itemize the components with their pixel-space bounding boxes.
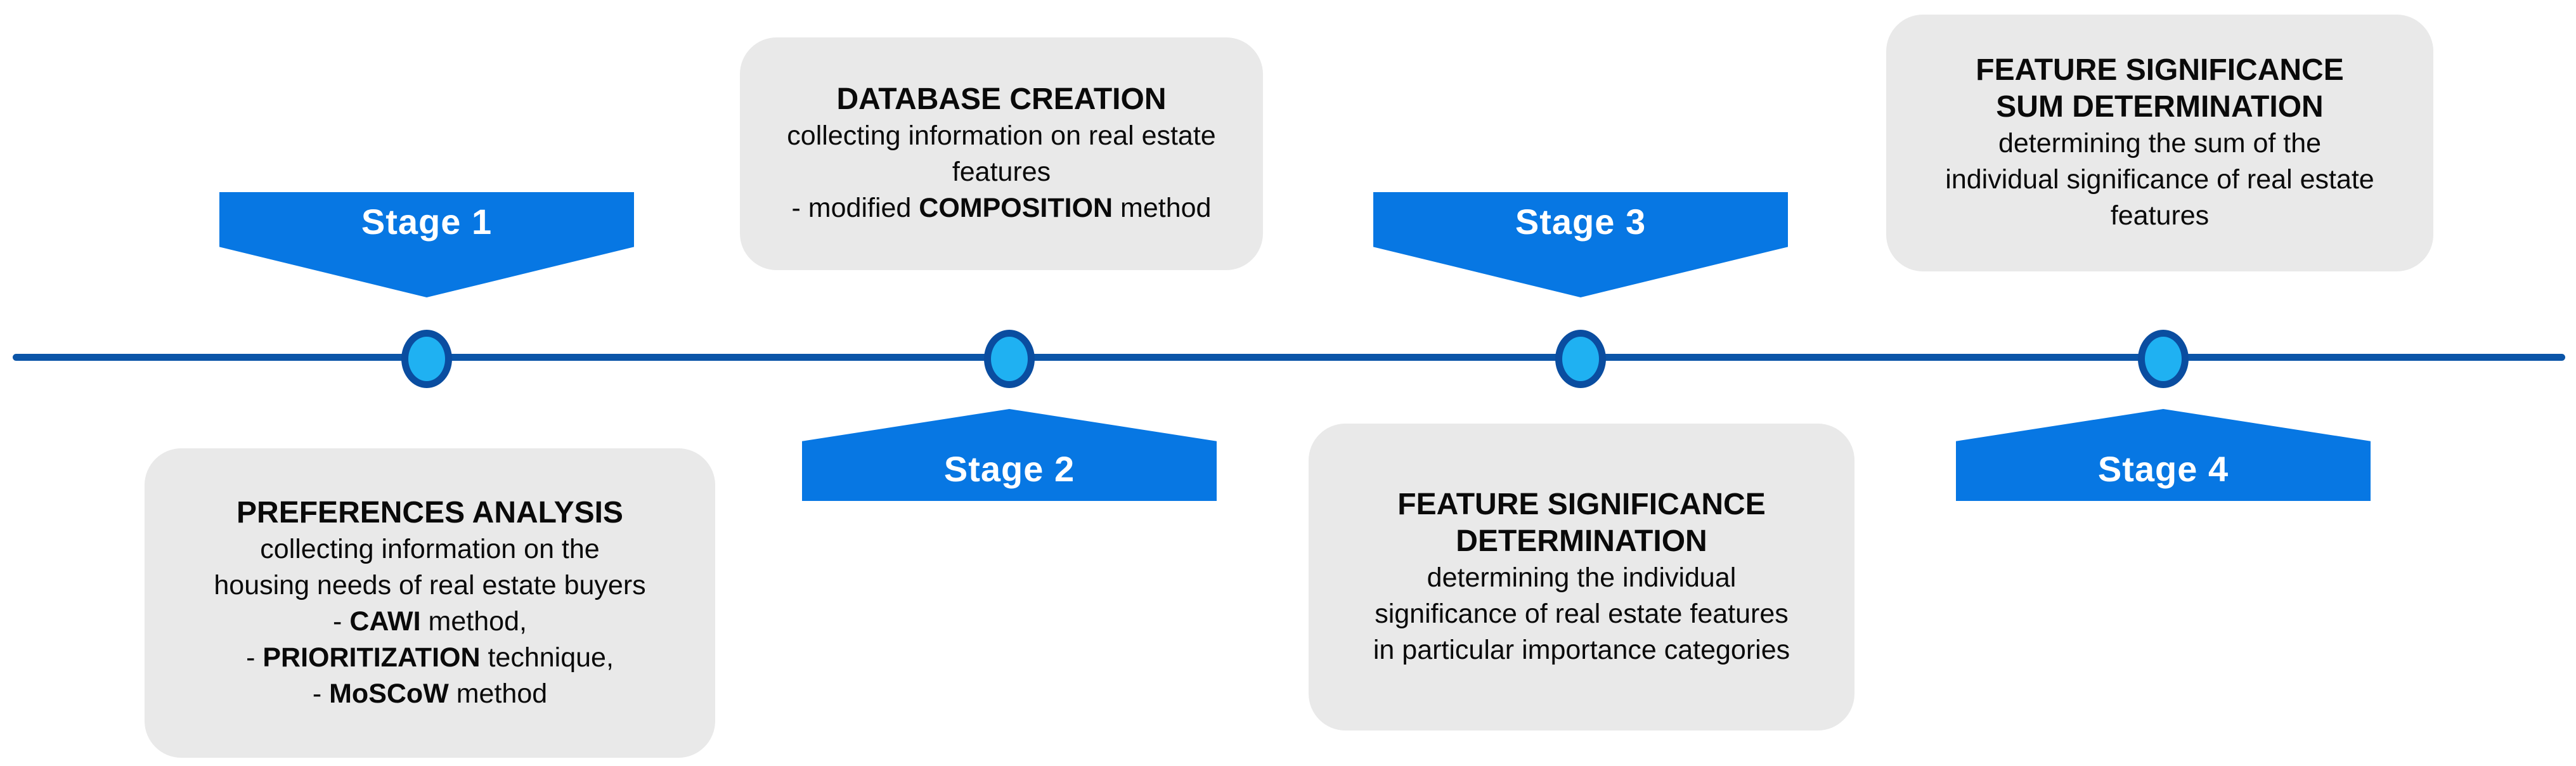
bullet-text: method	[1113, 193, 1212, 223]
stage-1-card-title: PREFERENCES ANALYSIS	[236, 495, 623, 529]
bullet-method-name: COMPOSITION	[919, 193, 1113, 223]
bullet-text: -	[246, 642, 263, 673]
stage-4-card-body-line: determining the sum of the	[1998, 128, 2322, 159]
stage-2-node-circle	[984, 330, 1035, 388]
bullet-text: technique,	[480, 642, 614, 673]
stage-4-node-circle	[2138, 330, 2189, 388]
stage-2-card-title: DATABASE CREATION	[836, 82, 1167, 116]
stage-2-card-body-line: features	[952, 157, 1051, 187]
bullet-method-name: MoSCoW	[329, 678, 449, 709]
stage-3-card-title: DETERMINATION	[1456, 524, 1707, 558]
stage-2-card: DATABASE CREATION collecting information…	[740, 37, 1263, 270]
bullet-text: method	[448, 678, 548, 709]
bullet-text: -	[333, 606, 350, 637]
stage-3-card-title: FEATURE SIGNIFICANCE	[1397, 487, 1766, 521]
stage-3-card: FEATURE SIGNIFICANCE DETERMINATION deter…	[1309, 424, 1854, 730]
stage-1-node-circle	[401, 330, 452, 388]
stage-4-card-title: FEATURE SIGNIFICANCE	[1976, 53, 2344, 87]
bullet-text: method,	[420, 606, 527, 637]
stage-2-card-bullet: - modified COMPOSITION method	[792, 190, 1212, 226]
bullet-text: - modified	[791, 193, 919, 223]
stage-4-label: Stage 4	[2097, 449, 2229, 489]
stage-3-card-body-line: determining the individual	[1427, 562, 1737, 593]
stage-4-banner: Stage 4	[1956, 409, 2371, 501]
stage-3-banner: Stage 3	[1373, 192, 1788, 297]
stage-2-card-body-line: collecting information on real estate	[787, 120, 1216, 151]
bullet-method-name: CAWI	[349, 606, 421, 637]
bullet-text: -	[312, 678, 330, 709]
stage-2-banner: Stage 2	[802, 409, 1217, 501]
stage-1-card-bullet: - CAWI method,	[333, 604, 527, 640]
stage-1-card: PREFERENCES ANALYSIS collecting informat…	[145, 448, 715, 758]
bullet-method-name: PRIORITIZATION	[262, 642, 481, 673]
stage-1-label: Stage 1	[361, 201, 493, 242]
stage-1-card-bullet: - MoSCoW method	[313, 676, 547, 712]
stage-4-card-body-line: features	[2110, 200, 2210, 231]
stage-1-card-bullet: - PRIORITIZATION technique,	[246, 640, 614, 676]
stage-3-label: Stage 3	[1515, 201, 1647, 242]
stage-3-card-body-line: in particular importance categories	[1373, 634, 1790, 665]
stage-2-label: Stage 2	[943, 449, 1075, 489]
stage-4-card-body-line: individual significance of real estate	[1945, 164, 2374, 195]
stage-1-card-body-line: housing needs of real estate buyers	[214, 569, 646, 600]
stage-1-banner: Stage 1	[219, 192, 634, 297]
stage-3-node-circle	[1555, 330, 1606, 388]
stage-3-card-body-line: significance of real estate features	[1375, 598, 1789, 629]
timeline-line	[13, 354, 2565, 361]
stage-4-card-title: SUM DETERMINATION	[1996, 90, 2324, 124]
stage-4-card: FEATURE SIGNIFICANCE SUM DETERMINATION d…	[1886, 15, 2433, 271]
stage-1-card-body-line: collecting information on the	[260, 533, 600, 564]
